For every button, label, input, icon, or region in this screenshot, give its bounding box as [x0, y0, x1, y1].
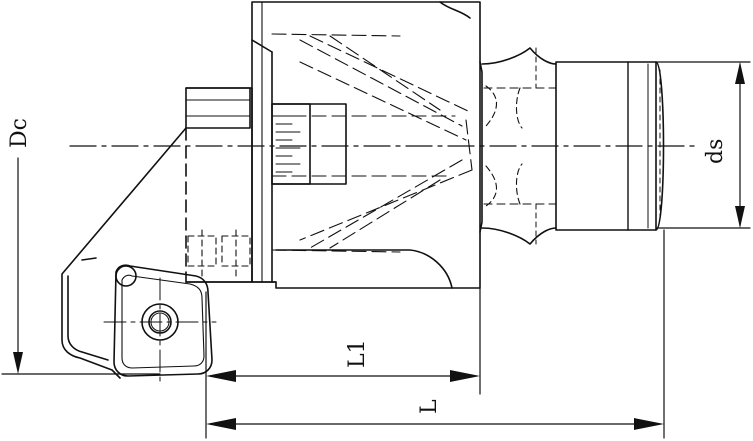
- shank: [479, 47, 665, 245]
- ds-label: ds: [703, 139, 728, 164]
- dc-label: Dc: [7, 118, 32, 148]
- cartridge-hidden-holes: [187, 229, 251, 281]
- cartridge: [185, 87, 277, 283]
- l1-label: L1: [345, 339, 370, 368]
- insert-clamp: [61, 127, 187, 379]
- cutting-insert: [103, 264, 217, 385]
- dimension-lines: [1, 61, 751, 439]
- adjusting-screw: [271, 103, 347, 185]
- cutter-body: [251, 1, 481, 289]
- dimension-arrows: [13, 62, 745, 430]
- dimension-labels: Dc ds L1 L: [7, 118, 728, 414]
- l-label: L: [417, 399, 442, 414]
